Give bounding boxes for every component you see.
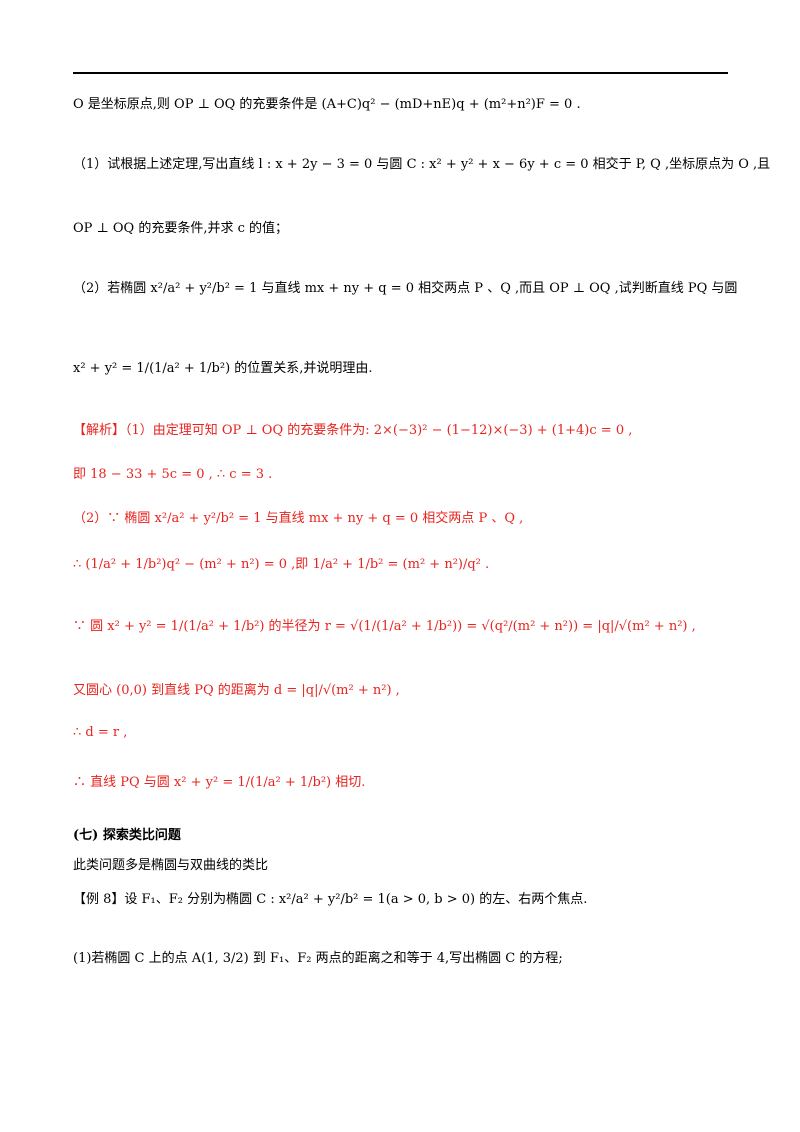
line-solution-6: 又圆心 (0,0) 到直线 PQ 的距离为 d = |q|/√(m² + n²)… (73, 683, 400, 698)
line-q1-cont: OP ⊥ OQ 的充要条件,并求 c 的值； (73, 221, 289, 236)
line-solution-3: （2）∵ 椭圆 x²/a² + y²/b² = 1 与直线 mx + ny + … (73, 511, 524, 526)
example-8-q1: (1)若椭圆 C 上的点 A(1, 3/2) 到 F₁、F₂ 两点的距离之和等于… (73, 951, 563, 966)
section-heading: (七) 探索类比问题 (73, 828, 181, 843)
line-solution-2: 即 18 − 33 + 5c = 0 , ∴ c = 3 . (73, 467, 273, 482)
line-q2: （2）若椭圆 x²/a² + y²/b² = 1 与直线 mx + ny + q… (73, 281, 738, 296)
example-8: 【例 8】设 F₁、F₂ 分别为椭圆 C : x²/a² + y²/b² = 1… (73, 892, 588, 907)
line-solution-5: ∵ 圆 x² + y² = 1/(1/a² + 1/b²) 的半径为 r = √… (73, 619, 696, 634)
line-solution-1: 【解析】（1）由定理可知 OP ⊥ OQ 的充要条件为: 2×(−3)² − (… (73, 423, 633, 438)
line-solution-8: ∴ 直线 PQ 与圆 x² + y² = 1/(1/a² + 1/b²) 相切. (73, 775, 366, 790)
line-q2-cont: x² + y² = 1/(1/a² + 1/b²) 的位置关系,并说明理由. (73, 361, 373, 376)
line-q1: （1）试根据上述定理,写出直线 l : x + 2y − 3 = 0 与圆 C … (73, 157, 771, 172)
line-solution-4: ∴ (1/a² + 1/b²)q² − (m² + n²) = 0 ,即 1/a… (73, 557, 490, 572)
line-condition: O 是坐标原点,则 OP ⊥ OQ 的充要条件是 (A+C)q² − (mD+n… (73, 97, 581, 112)
header-rule (73, 72, 728, 74)
line-solution-7: ∴ d = r , (73, 725, 128, 740)
section-intro: 此类问题多是椭圆与双曲线的类比 (73, 858, 269, 873)
